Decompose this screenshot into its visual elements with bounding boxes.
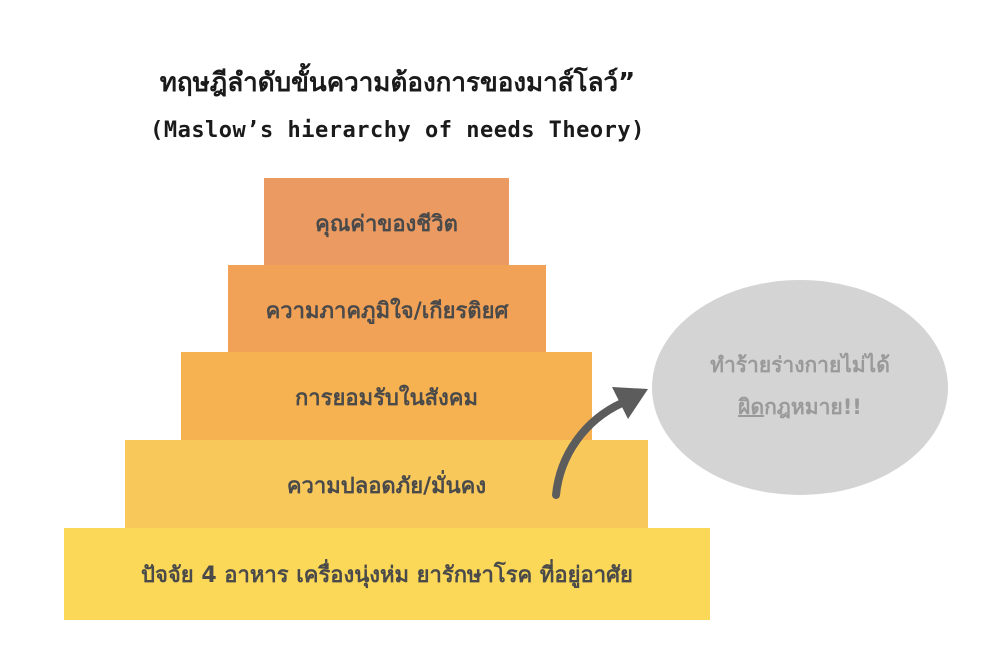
pyramid-tier-social: การยอมรับในสังคม xyxy=(181,352,592,443)
tier-label: ปัจจัย 4 อาหาร เครื่องนุ่งห่ม ยารักษาโรค… xyxy=(141,562,633,588)
tier-label: การยอมรับในสังคม xyxy=(294,386,479,411)
page-title: ทฤษฎีลำดับขั้นความต้องการของมาส์โลว์” xyxy=(159,68,636,98)
callout-emphasis: ผิด xyxy=(738,394,765,419)
tier-label: ความปลอดภัย/มั่นคง xyxy=(286,474,487,499)
tier-label: คุณค่าของชีวิต xyxy=(315,211,458,237)
page-subtitle: (Maslow’s hierarchy of needs Theory) xyxy=(150,118,645,143)
pyramid-tier-physiological: ปัจจัย 4 อาหาร เครื่องนุ่งห่ม ยารักษาโรค… xyxy=(64,528,710,620)
pyramid-tier-esteem: ความภาคภูมิใจ/เกียรติยศ xyxy=(228,265,546,355)
callout-line1: ทำร้ายร่างกายไม่ได้ xyxy=(710,352,890,377)
tier-label: ความภาคภูมิใจ/เกียรติยศ xyxy=(265,298,509,324)
callout-line2: ผิดกฎหมาย!! xyxy=(738,386,862,428)
pyramid-tier-self-actualization: คุณค่าของชีวิต xyxy=(264,178,509,268)
callout-line2-rest: กฎหมาย!! xyxy=(764,394,862,419)
callout-bubble: ทำร้ายร่างกายไม่ได้ ผิดกฎหมาย!! xyxy=(652,280,948,495)
curved-arrow-icon xyxy=(552,387,648,499)
